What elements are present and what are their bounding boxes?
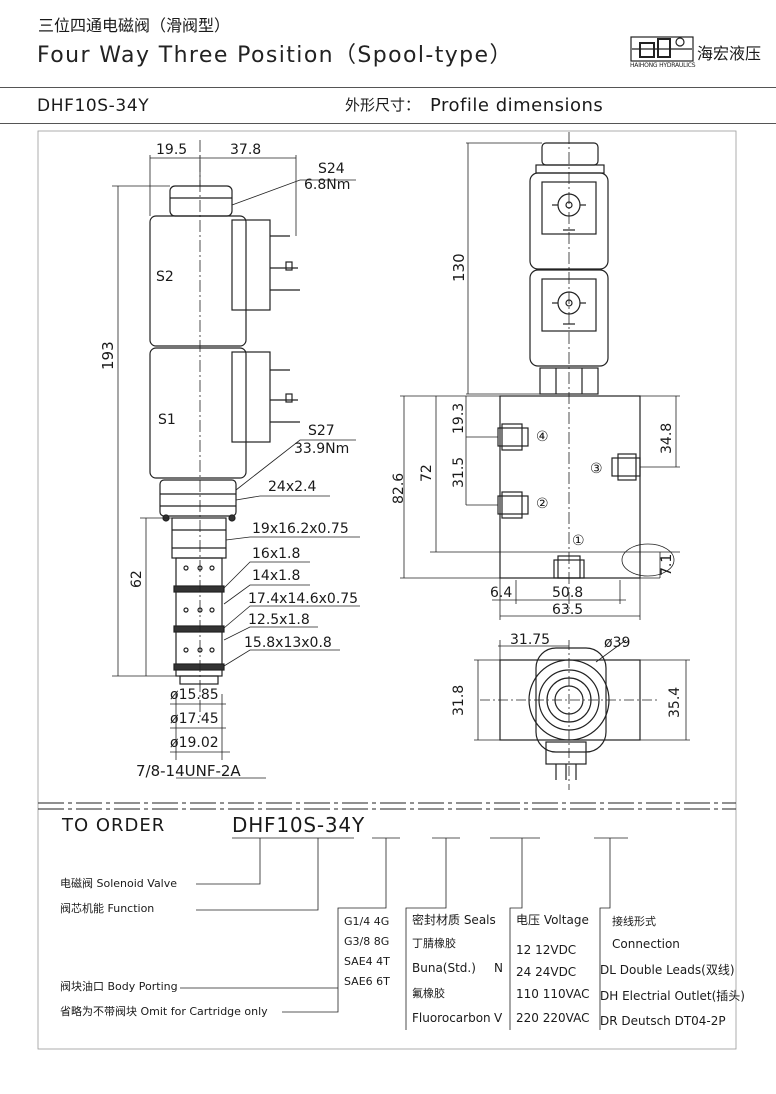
header-divider-bottom xyxy=(0,123,776,124)
dim-31-8: 31.8 xyxy=(451,684,467,716)
logo-cn: 海宏液压 xyxy=(697,44,762,63)
oring-12-5x1-8: 12.5x1.8 xyxy=(248,612,310,628)
oring-16x1-8: 16x1.8 xyxy=(252,546,301,562)
voltage-110: 110 110VAC xyxy=(516,987,590,1001)
coil-s2-label: S2 xyxy=(156,269,174,285)
dim-72: 72 xyxy=(419,464,435,482)
header-divider-top xyxy=(0,87,776,88)
dim-7-1: 7.1 xyxy=(659,553,675,576)
voltage-220: 220 220VAC xyxy=(516,1011,590,1025)
coil-s1-label: S1 xyxy=(158,412,176,428)
dim-35-4: 35.4 xyxy=(667,686,683,718)
port-2-label: ② xyxy=(536,496,549,512)
diameter-15-85: ø15.85 xyxy=(170,687,219,703)
seal-fkm-cn: 氟橡胶 xyxy=(412,987,445,1000)
connection-title: Connection xyxy=(612,937,680,951)
voltage-12: 12 12VDC xyxy=(516,943,577,957)
oring-17-4x14-6: 17.4x14.6x0.75 xyxy=(248,591,359,607)
oring-15-8x13: 15.8x13x0.8 xyxy=(244,635,332,651)
s27-label: S27 xyxy=(308,423,335,439)
dim-193: 193 xyxy=(99,341,117,370)
porting-option-1: G1/4 4G xyxy=(344,915,390,928)
porting-option-2: G3/8 8G xyxy=(344,935,390,948)
dim-63-5: 63.5 xyxy=(552,602,584,618)
title-en: Four Way Three Position（Spool-type） xyxy=(37,43,513,68)
dim-50-8: 50.8 xyxy=(552,585,584,601)
port-3-label: ③ xyxy=(590,461,603,477)
hex-size: 24x2.4 xyxy=(268,479,317,495)
s24-label: S24 xyxy=(318,161,345,177)
logo-caption: HAIHONG HYDRAULICS xyxy=(630,62,696,69)
thread-spec: 7/8-14UNF-2A xyxy=(136,762,241,780)
voltage-24: 24 24VDC xyxy=(516,965,577,979)
connection-dh: DH Electrial Outlet(插头) xyxy=(600,989,745,1003)
connection-title-cn: 接线形式 xyxy=(612,915,656,928)
seal-nbr-code: N xyxy=(494,961,503,975)
dim-37-8: 37.8 xyxy=(230,142,262,158)
dim-62: 62 xyxy=(129,570,145,588)
diameter-19-02: ø19.02 xyxy=(170,735,219,751)
connection-dl: DL Double Leads(双线) xyxy=(600,963,735,977)
order-code: DHF10S-34Y xyxy=(232,813,365,837)
dim-31-5: 31.5 xyxy=(451,456,467,488)
model-code: DHF10S-34Y xyxy=(37,96,150,116)
dim-6-4: 6.4 xyxy=(490,585,513,601)
profile-label-en: Profile dimensions xyxy=(430,95,604,116)
dim-34-8: 34.8 xyxy=(659,422,675,454)
s24-torque: 6.8Nm xyxy=(304,177,351,193)
porting-option-4: SAE6 6T xyxy=(344,975,390,988)
dim-19-5: 19.5 xyxy=(156,142,188,158)
title-cn: 三位四通电磁阀（滑阀型） xyxy=(38,16,231,35)
s27-torque: 33.9Nm xyxy=(294,441,350,457)
connection-dr: DR Deutsch DT04-2P xyxy=(600,1014,726,1028)
dim-82-6: 82.6 xyxy=(391,472,407,504)
omit-cartridge-label: 省略为不带阀块 Omit for Cartridge only xyxy=(60,1005,268,1018)
port-1-label: ① xyxy=(572,533,585,549)
dim-130: 130 xyxy=(450,253,468,282)
port-4-label: ④ xyxy=(536,429,549,445)
haihong-logo: HAIHONG HYDRAULICS xyxy=(630,34,696,72)
to-order-label: TO ORDER xyxy=(62,815,166,836)
seal-nbr: Buna(Std.) xyxy=(412,961,476,975)
seal-nbr-cn: 丁腈橡胶 xyxy=(412,937,456,950)
oring-19x16: 19x16.2x0.75 xyxy=(252,521,349,537)
dim-31-75: 31.75 xyxy=(510,632,551,648)
dim-19-3: 19.3 xyxy=(451,402,467,434)
solenoid-valve-label: 电磁阀 Solenoid Valve xyxy=(60,877,178,890)
profile-label-cn: 外形尺寸： xyxy=(345,96,421,114)
seals-title: 密封材质 Seals xyxy=(412,913,496,927)
diameter-17-45: ø17.45 xyxy=(170,711,219,727)
seal-fkm-code: V xyxy=(494,1011,503,1025)
function-label: 阀芯机能 Function xyxy=(60,902,155,915)
oring-14x1-8: 14x1.8 xyxy=(252,568,301,584)
dim-dia-39: ø39 xyxy=(604,635,631,651)
seal-fkm: Fluorocarbon xyxy=(412,1011,491,1025)
porting-option-3: SAE4 4T xyxy=(344,955,390,968)
body-porting-label: 阀块油口 Body Porting xyxy=(60,980,178,993)
voltage-title: 电压 Voltage xyxy=(516,913,589,927)
